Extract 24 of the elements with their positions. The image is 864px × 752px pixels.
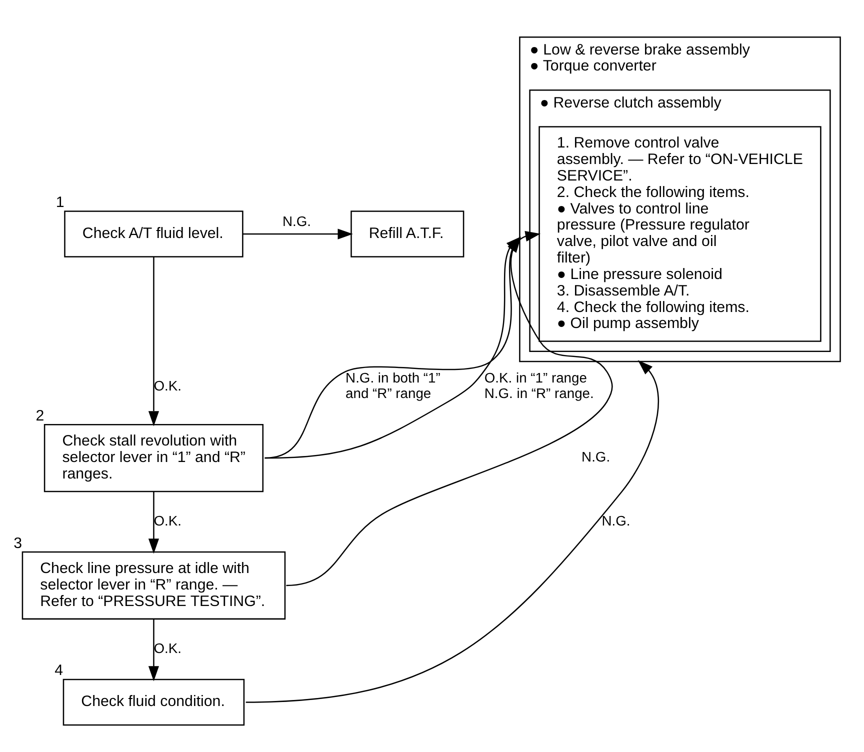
- node-label: 1: [56, 194, 64, 212]
- arrow: [148, 619, 160, 682]
- node-box: Check line pressure at idle with selector lever in “R” range. — Refer to “PRESSURE TESTING”.: [22, 551, 286, 620]
- edge-label: O.K. in “1” range N.G. in “R” range.: [484, 370, 594, 401]
- edge-label: N.G.: [282, 213, 311, 230]
- node-box: Check A/T fluid level.: [64, 210, 244, 258]
- arrow: [286, 230, 613, 586]
- arrow: [242, 228, 353, 240]
- edge-label: O.K.: [154, 512, 182, 528]
- arrow: [148, 492, 160, 554]
- node-box: 1. Remove control valve assembly. — Refer to “ON-VEHICLE SERVICE”. 2. Check the following items. ● Valves to control line pressure (Pressure regulator valve, pilot valve and oil filter) ● Line pressure solenoid 3. Disassemble A/T. 4. Check the following items. ● Oil pump assembly: [538, 126, 822, 342]
- edge-label: N.G.: [602, 512, 630, 528]
- node-box: Refill A.T.F.: [350, 210, 464, 258]
- arrow: [148, 256, 160, 426]
- edge-label: N.G.: [582, 448, 610, 465]
- edge-label: O.K.: [154, 640, 182, 656]
- arrow: [246, 360, 659, 703]
- node-label: 3: [14, 534, 22, 552]
- node-label: 4: [54, 662, 64, 680]
- edge-label: N.G. in both “1” and “R” range: [346, 370, 440, 401]
- node-box: Check stall revolution with selector lever in “1” and “R” ranges.: [44, 424, 264, 492]
- edge-label: O.K.: [154, 377, 182, 394]
- node-label: 2: [36, 407, 44, 424]
- node-box: Check fluid condition.: [62, 678, 245, 726]
